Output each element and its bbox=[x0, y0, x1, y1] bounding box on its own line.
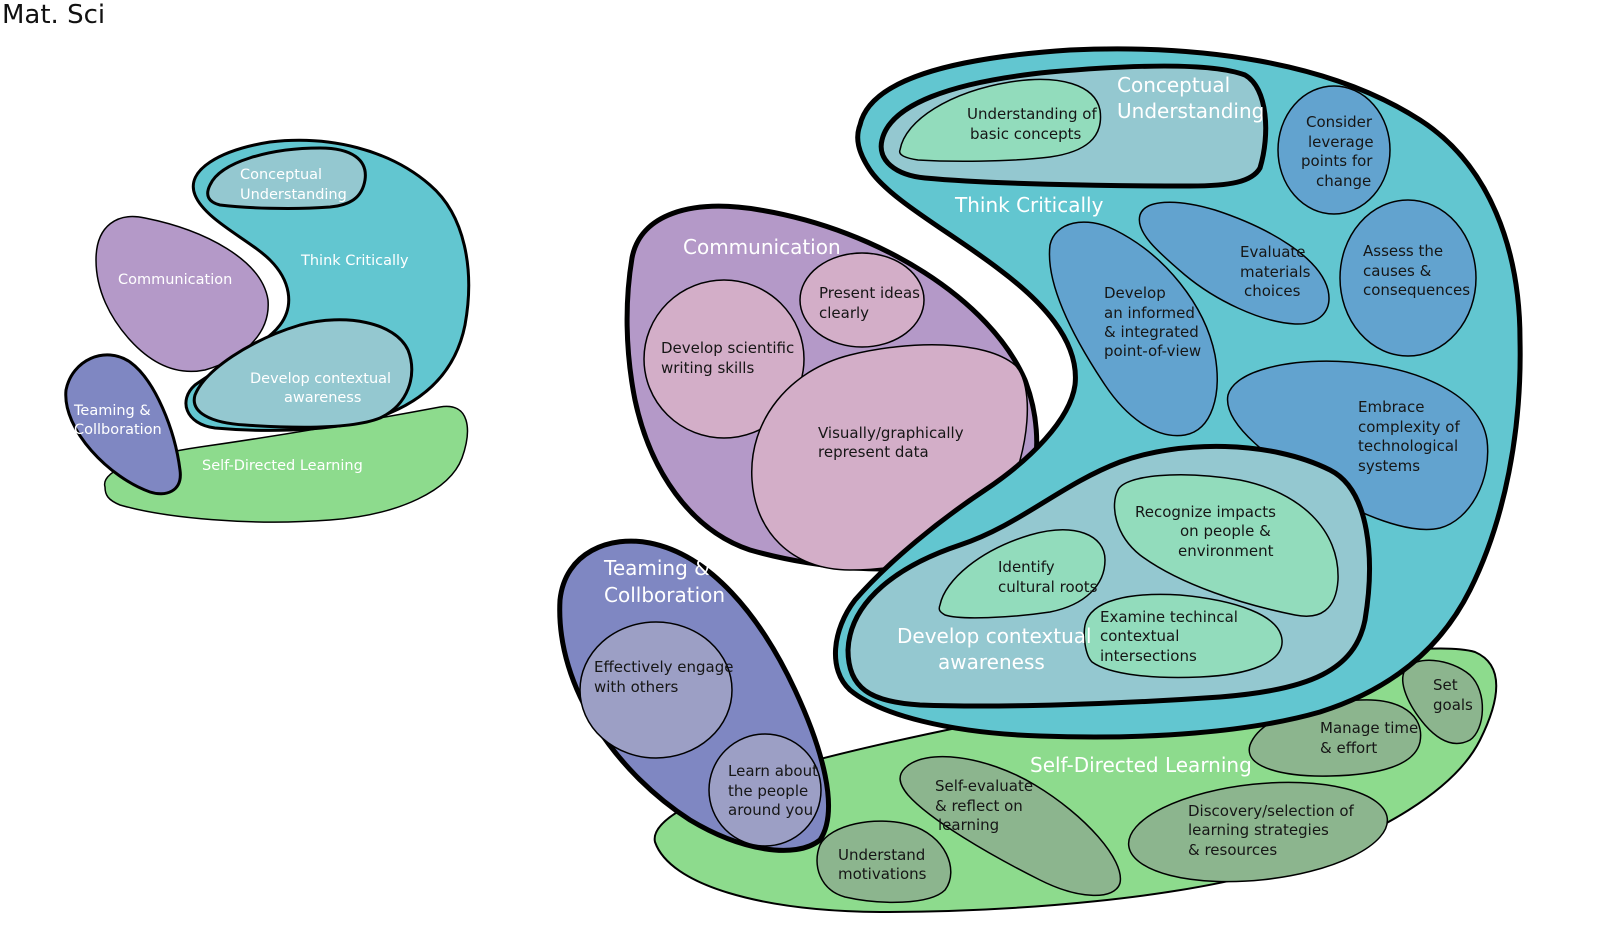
discovery-label-2: learning strategies bbox=[1188, 821, 1329, 839]
basic-concepts-label-2: basic concepts bbox=[970, 125, 1082, 143]
learn-label-1: Learn about bbox=[728, 762, 818, 780]
embrace-label-1: Embrace bbox=[1358, 398, 1424, 416]
set-goals-blob bbox=[1401, 659, 1484, 745]
small-conceptual-blob bbox=[206, 146, 367, 210]
self-eval-label-3: learning bbox=[938, 816, 999, 834]
develop-pov-label-1: Develop bbox=[1104, 284, 1166, 302]
embrace-label-3: technological bbox=[1358, 437, 1458, 455]
small-conceptual-label-2: Understanding bbox=[240, 187, 347, 203]
engage-label-1: Effectively engage bbox=[594, 658, 733, 676]
small-contextual-label-1: Develop contextual bbox=[250, 371, 391, 387]
assess-label-1: Assess the bbox=[1363, 242, 1443, 260]
develop-pov-label-2: an informed bbox=[1104, 304, 1195, 322]
manage-label-1: Manage time bbox=[1320, 719, 1418, 737]
small-self-directed-label: Self-Directed Learning bbox=[202, 458, 363, 474]
basic-concepts-blob bbox=[898, 78, 1102, 162]
develop-pov-label-4: point-of-view bbox=[1104, 342, 1201, 360]
examine-label-1: Examine techincal bbox=[1100, 608, 1238, 626]
small-self-directed-blob bbox=[104, 405, 469, 523]
small-think-label: Think Critically bbox=[300, 253, 409, 269]
small-communication-label: Communication bbox=[118, 272, 232, 288]
page-title: Mat. Sci bbox=[2, 0, 106, 30]
self-eval-label-1: Self-evaluate bbox=[935, 777, 1033, 795]
small-communication-blob bbox=[95, 215, 269, 373]
contextual-label-2: awareness bbox=[938, 650, 1045, 674]
motivations-blob bbox=[816, 820, 952, 904]
visual-label-1: Visually/graphically bbox=[818, 424, 964, 442]
communication-label: Communication bbox=[683, 235, 841, 259]
basic-concepts-label-1: Understanding of bbox=[967, 105, 1097, 123]
assess-label-2: causes & bbox=[1363, 262, 1432, 280]
develop-pov-label-3: & integrated bbox=[1104, 323, 1199, 341]
learn-label-3: around you bbox=[728, 801, 813, 819]
leverage-label-1: Consider bbox=[1306, 113, 1373, 131]
develop-pov-blob bbox=[1048, 221, 1218, 437]
embrace-label-2: complexity of bbox=[1358, 418, 1460, 436]
examine-label-2: contextual bbox=[1100, 627, 1179, 645]
small-diagram: Conceptual Understanding Think Criticall… bbox=[64, 138, 471, 523]
conceptual-label-2: Understanding bbox=[1117, 99, 1264, 123]
set-goals-label-1: Set bbox=[1433, 676, 1458, 694]
self-evaluate-blob bbox=[899, 755, 1122, 897]
think-critically-label: Think Critically bbox=[954, 193, 1104, 217]
evaluate-label-3: choices bbox=[1244, 282, 1301, 300]
assess-causes-blob bbox=[1339, 199, 1477, 357]
discovery-label-1: Discovery/selection of bbox=[1188, 802, 1355, 820]
self-eval-label-2: & reflect on bbox=[935, 797, 1023, 815]
recognize-label-2: on people & bbox=[1180, 522, 1271, 540]
writing-label-1: Develop scientific bbox=[661, 339, 794, 357]
engage-label-2: with others bbox=[594, 678, 679, 696]
recognize-impacts-blob bbox=[1113, 474, 1339, 617]
teaming-label-1: Teaming & bbox=[603, 556, 710, 580]
motivations-label-2: motivations bbox=[838, 865, 927, 883]
teaming-label-2: Collboration bbox=[604, 583, 725, 607]
small-teaming-label-2: Collboration bbox=[74, 422, 162, 438]
present-label-2: clearly bbox=[819, 304, 869, 322]
identify-roots-blob bbox=[938, 529, 1106, 619]
present-ideas-blob bbox=[799, 252, 925, 348]
large-diagram: Think Critically Conceptual Understandin… bbox=[557, 46, 1523, 914]
evaluate-label-2: materials bbox=[1240, 263, 1311, 281]
small-teaming-label-1: Teaming & bbox=[73, 403, 151, 419]
small-contextual-blob bbox=[192, 318, 414, 429]
discovery-label-3: & resources bbox=[1188, 841, 1277, 859]
motivations-label-1: Understand bbox=[838, 846, 925, 864]
present-label-1: Present ideas bbox=[819, 284, 920, 302]
visual-label-2: represent data bbox=[818, 443, 929, 461]
discovery-blob bbox=[1127, 781, 1389, 883]
set-goals-label-2: goals bbox=[1433, 696, 1473, 714]
contextual-label-1: Develop contextual bbox=[897, 624, 1092, 648]
leverage-blob bbox=[1277, 85, 1391, 215]
leverage-label-2: leverage bbox=[1308, 133, 1374, 151]
leverage-label-3: points for bbox=[1301, 152, 1373, 170]
small-conceptual-label-1: Conceptual bbox=[240, 167, 322, 183]
learn-people-blob bbox=[708, 733, 822, 847]
writing-blob bbox=[643, 279, 805, 439]
recognize-label-1: Recognize impacts bbox=[1135, 503, 1276, 521]
assess-label-3: consequences bbox=[1363, 281, 1470, 299]
learn-label-2: the people bbox=[728, 782, 808, 800]
evaluate-materials-blob bbox=[1138, 201, 1330, 325]
manage-label-2: & effort bbox=[1320, 739, 1377, 757]
engage-blob bbox=[579, 621, 733, 759]
examine-technical-blob bbox=[1083, 593, 1283, 679]
identify-label-2: cultural roots bbox=[998, 578, 1098, 596]
writing-label-2: writing skills bbox=[661, 359, 754, 377]
recognize-label-3: environment bbox=[1178, 542, 1274, 560]
embrace-label-4: systems bbox=[1358, 457, 1420, 475]
leverage-label-4: change bbox=[1316, 172, 1371, 190]
self-directed-label: Self-Directed Learning bbox=[1030, 753, 1252, 777]
identify-label-1: Identify bbox=[998, 558, 1055, 576]
small-teaming-blob bbox=[64, 353, 182, 496]
evaluate-label-1: Evaluate bbox=[1240, 243, 1306, 261]
small-contextual-label-2: awareness bbox=[284, 390, 361, 406]
examine-label-3: intersections bbox=[1100, 647, 1197, 665]
conceptual-label-1: Conceptual bbox=[1117, 73, 1230, 97]
